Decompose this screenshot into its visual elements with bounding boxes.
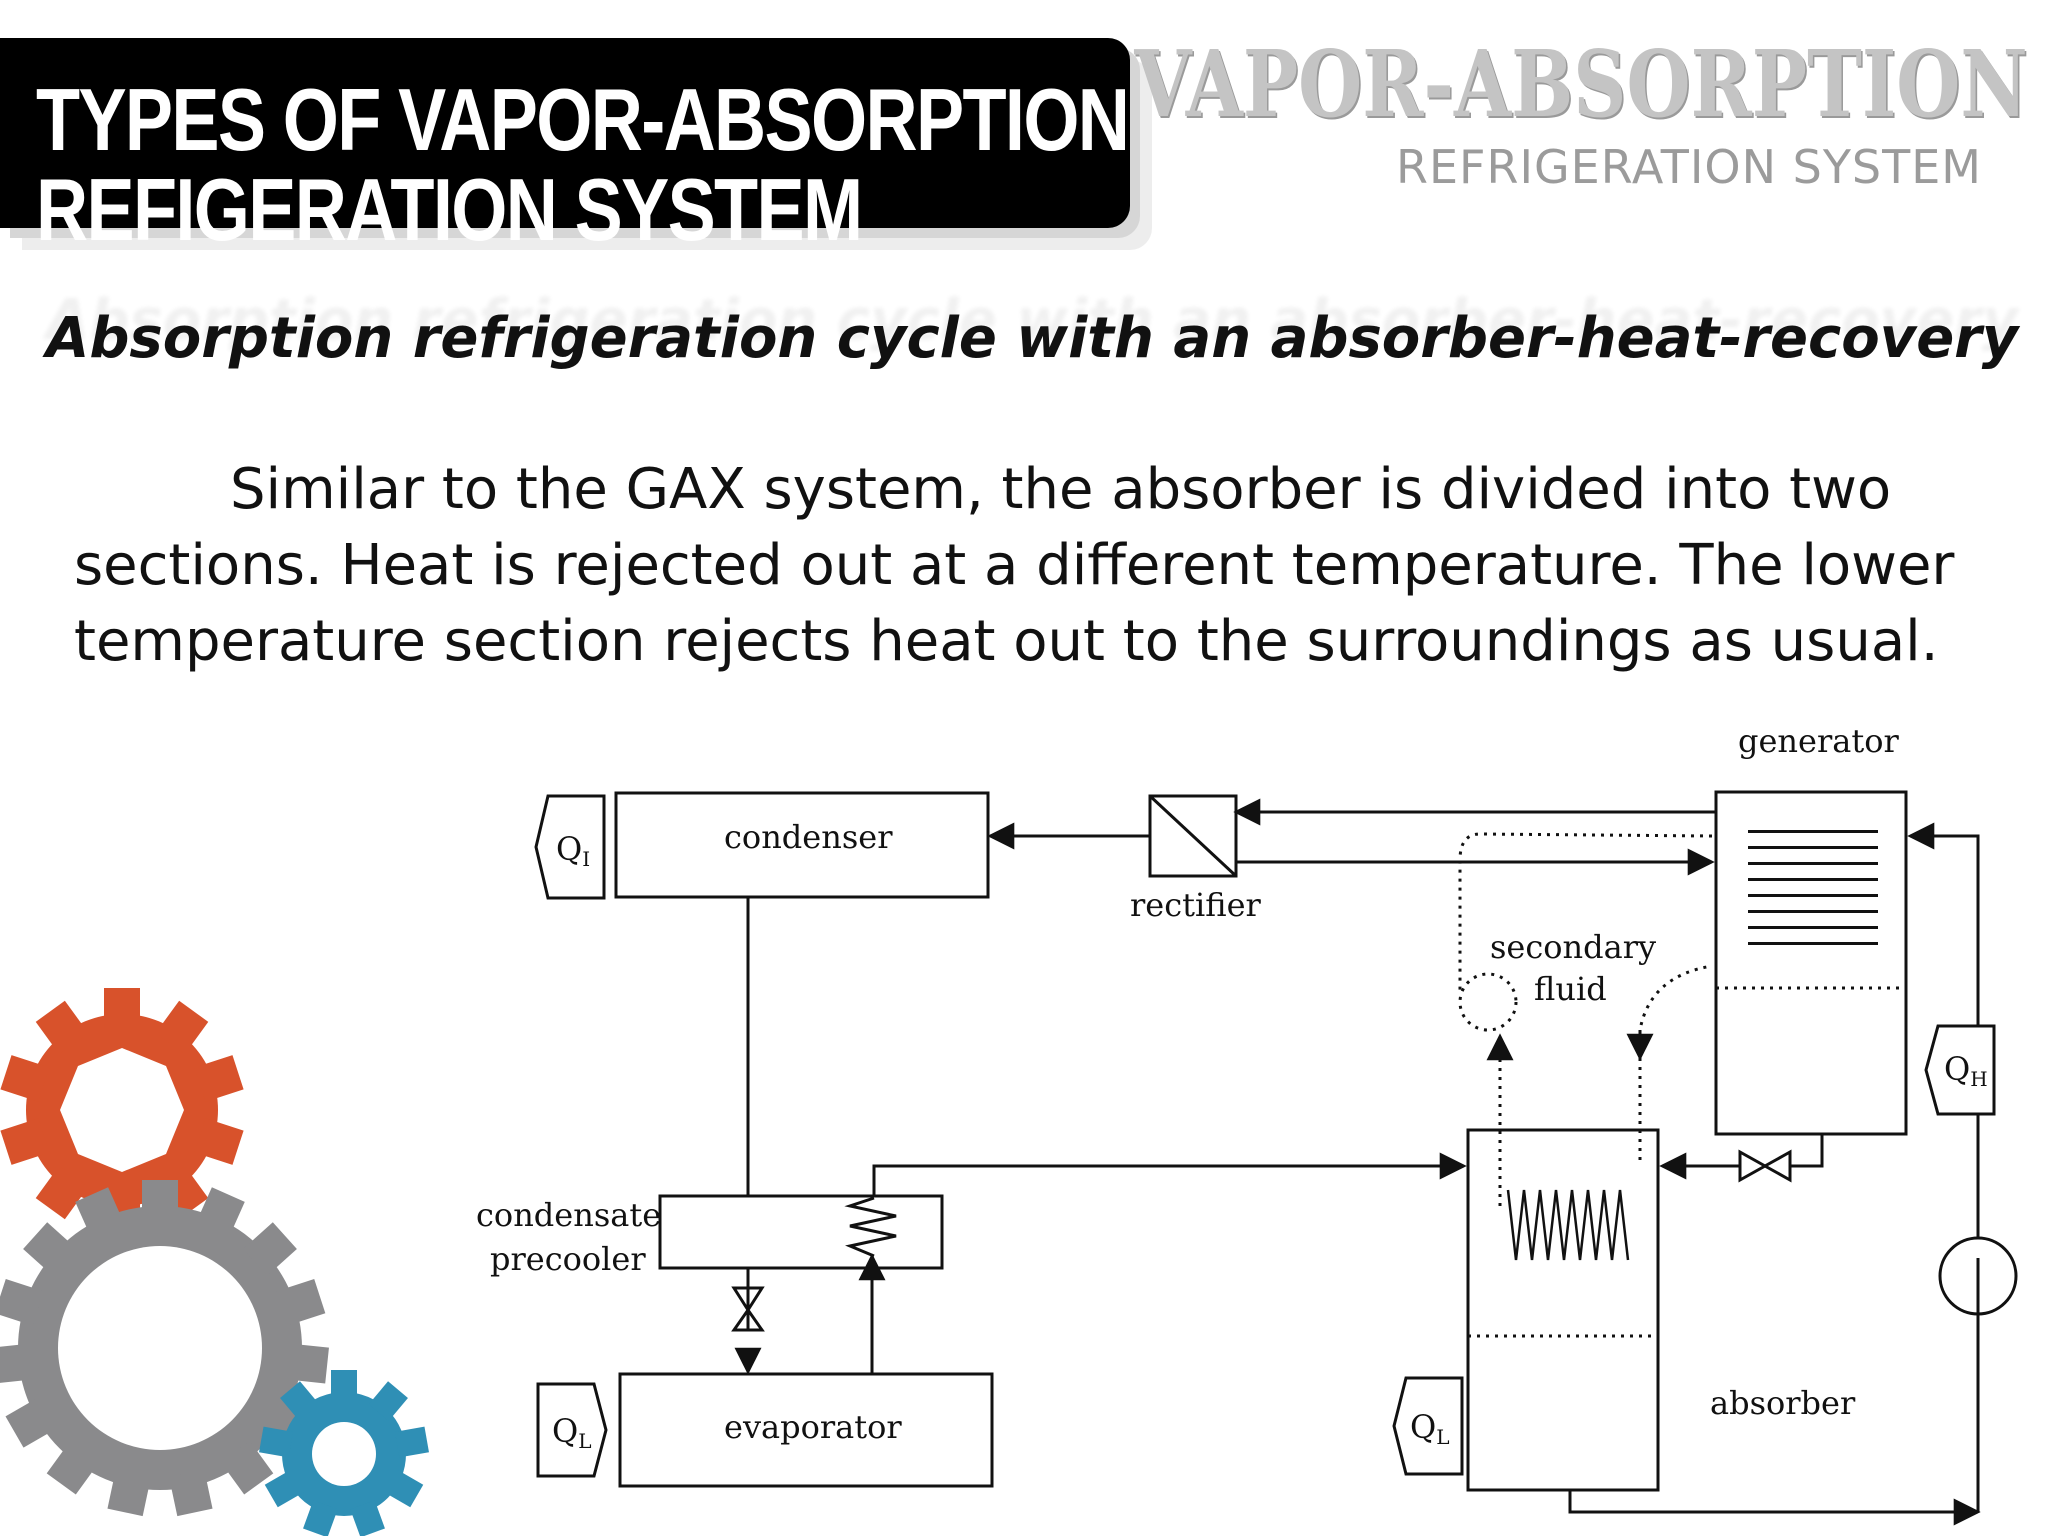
gears-decoration xyxy=(0,988,429,1536)
precooler-coil-icon xyxy=(844,1196,897,1258)
condenser-label: condenser xyxy=(724,818,893,856)
secondary-label: secondary xyxy=(1490,928,1656,966)
absorber-box xyxy=(1466,1128,1660,1492)
gray-gear-icon xyxy=(0,1180,329,1517)
body-paragraph: Similar to the GAX system, the absorber … xyxy=(74,457,1955,674)
precooler-box xyxy=(658,1194,944,1270)
brand-title: VAPOR-ABSORPTION xyxy=(1134,30,2028,138)
section-heading: Absorption refrigeration cycle with an a… xyxy=(46,306,2019,371)
generator-label: generator xyxy=(1738,722,1899,760)
q-evaporator-label: QL xyxy=(552,1412,592,1453)
heat-arrow-evaporator xyxy=(536,1382,608,1478)
condensate-label: condensate xyxy=(476,1196,661,1234)
q-absorber-label: QL xyxy=(1410,1408,1450,1449)
absorber-coil-icon xyxy=(1506,1189,1630,1261)
heat-arrow-absorber xyxy=(1392,1376,1464,1476)
evaporator-label: evaporator xyxy=(724,1408,902,1446)
evaporator-box xyxy=(618,1372,994,1488)
fluid-label: fluid xyxy=(1534,970,1607,1008)
precooler-label: precooler xyxy=(490,1240,646,1278)
absorber-label: absorber xyxy=(1710,1384,1856,1422)
expansion-valve-icon xyxy=(731,1286,765,1332)
blue-gear-icon xyxy=(259,1370,429,1536)
secondary-fluid-loop xyxy=(1458,832,1906,1338)
title-banner: TYPES OF VAPOR-ABSORPTION REFIGERATION S… xyxy=(0,38,1130,254)
q-condenser-label: QI xyxy=(556,830,590,871)
brand-subtitle: REFRIGERATION SYSTEM xyxy=(1396,140,1982,194)
heat-arrow-generator xyxy=(1924,1024,1996,1116)
title-line-2: REFIGERATION SYSTEM xyxy=(36,160,863,259)
absorption-cycle-diagram: QI QH QL QL condenser rectifier generato… xyxy=(476,722,2018,1526)
generator-box xyxy=(1714,790,1908,1136)
generator-spray-pattern xyxy=(1748,830,1878,945)
heat-arrow-condenser xyxy=(534,794,606,900)
q-generator-label: QH xyxy=(1944,1050,1988,1091)
solution-valve-icon xyxy=(1738,1149,1792,1183)
title-line-1: TYPES OF VAPOR-ABSORPTION xyxy=(36,70,1130,169)
rectifier-label: rectifier xyxy=(1130,886,1262,924)
